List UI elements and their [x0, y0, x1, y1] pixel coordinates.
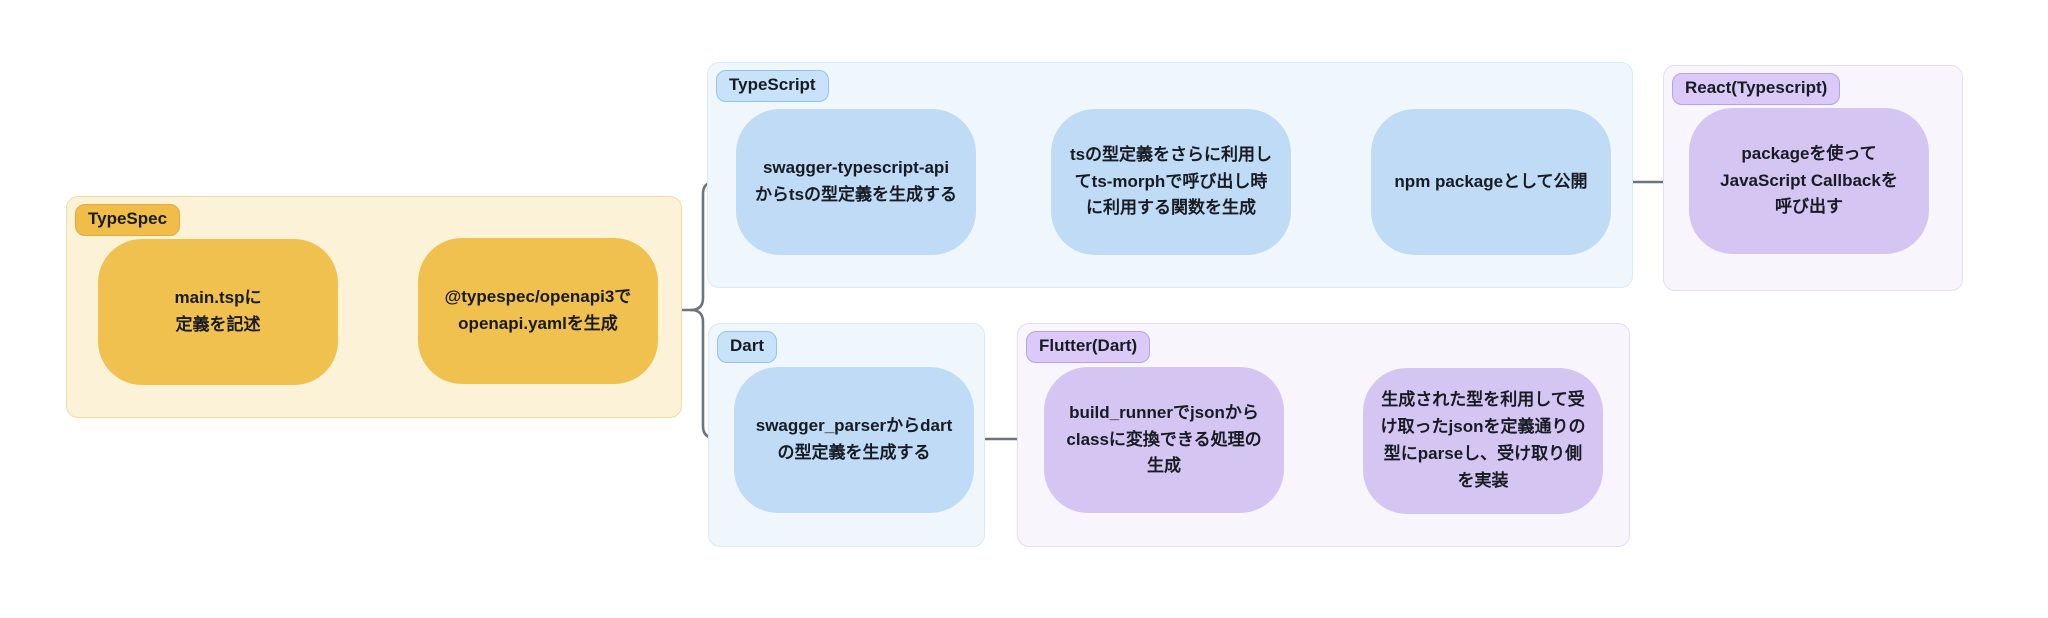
- group-typescript-badge: TypeScript: [716, 70, 829, 102]
- node-js-callback: packageを使って JavaScript Callbackを 呼び出す: [1689, 108, 1929, 254]
- group-dart: Dart swagger_parserからdart の型定義を生成する: [708, 323, 985, 547]
- node-main-tsp: main.tspに 定義を記述: [98, 239, 338, 385]
- node-dart-typegen: swagger_parserからdart の型定義を生成する: [734, 367, 974, 513]
- group-flutter-dart-badge: Flutter(Dart): [1026, 331, 1151, 363]
- group-react-typescript-badge: React(Typescript): [1672, 73, 1841, 105]
- group-dart-badge: Dart: [717, 331, 778, 363]
- node-ts-morph: tsの型定義をさらに利用し てts-morphで呼び出し時 に利用する関数を生成: [1051, 109, 1291, 255]
- node-ts-typegen: swagger-typescript-api からtsの型定義を生成する: [736, 109, 976, 255]
- group-typespec: TypeSpec main.tspに 定義を記述 @typespec/opena…: [66, 196, 682, 418]
- group-flutter-dart: Flutter(Dart) build_runnerでjsonから classに…: [1017, 323, 1630, 547]
- group-typespec-badge: TypeSpec: [75, 204, 181, 236]
- node-npm-publish: npm packageとして公開: [1371, 109, 1611, 255]
- node-json-parse: 生成された型を利用して受 け取ったjsonを定義通りの 型にparseし、受け取…: [1363, 368, 1603, 514]
- node-openapi-yaml: @typespec/openapi3で openapi.yamlを生成: [418, 238, 658, 384]
- group-typescript: TypeScript swagger-typescript-api からtsの型…: [707, 62, 1633, 288]
- group-react-typescript: React(Typescript) packageを使って JavaScript…: [1663, 65, 1963, 291]
- node-build-runner: build_runnerでjsonから classに変換できる処理の 生成: [1044, 367, 1284, 513]
